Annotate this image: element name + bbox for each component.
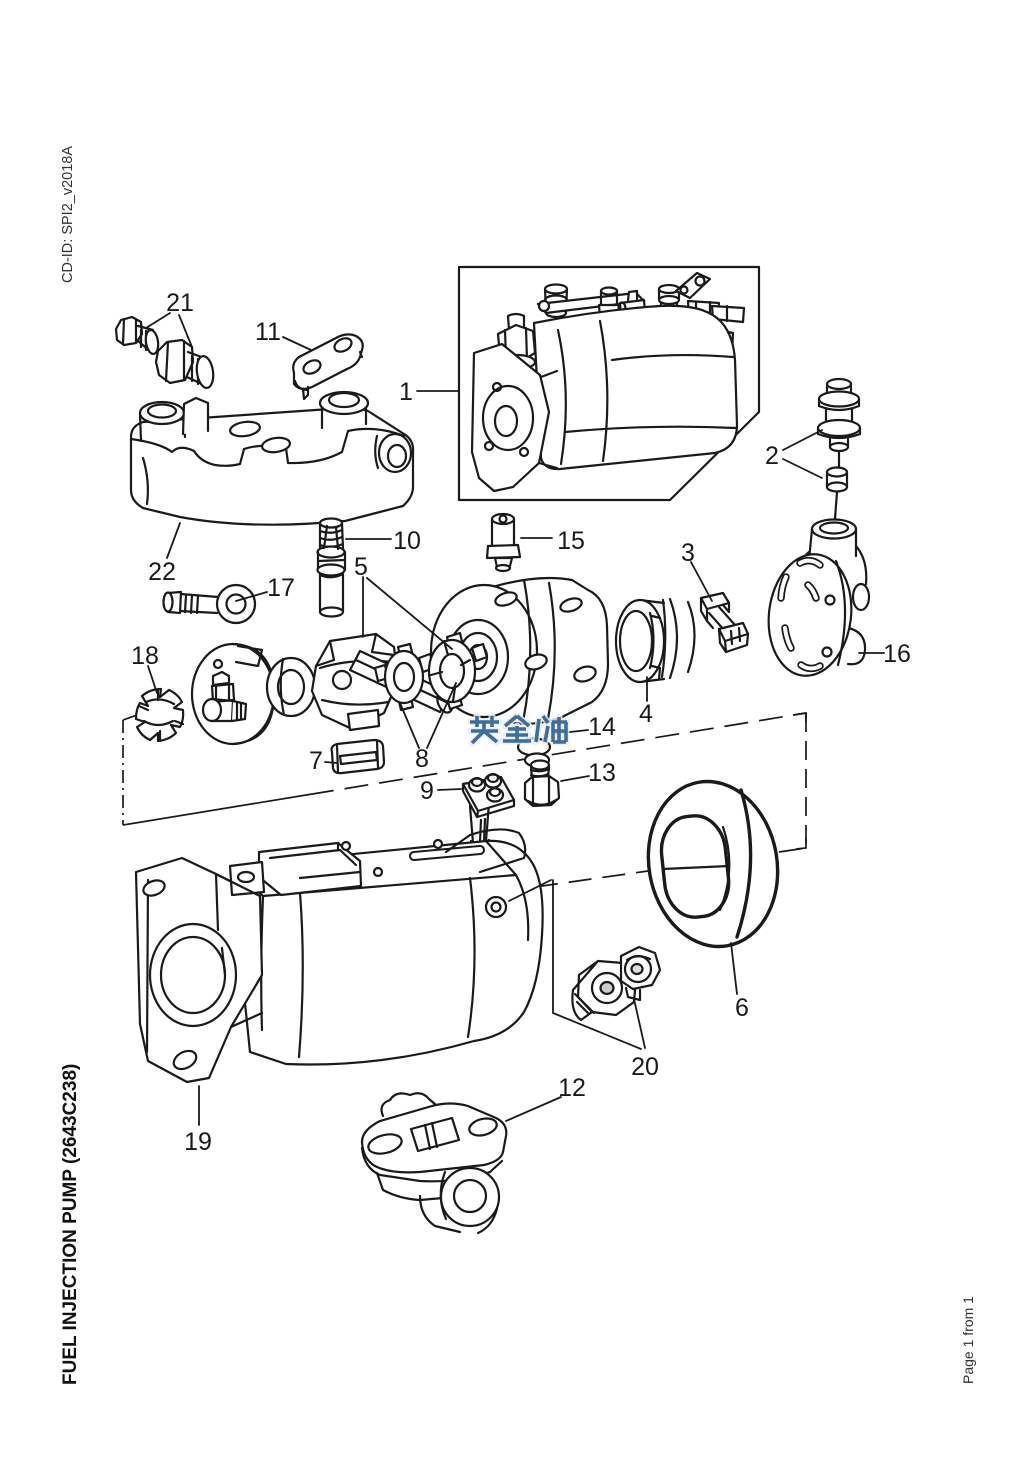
svg-text:17: 17 — [267, 574, 295, 602]
svg-text:21: 21 — [166, 289, 194, 317]
svg-text:22: 22 — [148, 558, 176, 586]
svg-text:2: 2 — [765, 442, 779, 470]
svg-text:20: 20 — [631, 1053, 659, 1081]
svg-text:Page 1 from 1: Page 1 from 1 — [960, 1296, 976, 1384]
svg-text:CD-ID: SPI2_v2018A: CD-ID: SPI2_v2018A — [60, 146, 76, 283]
svg-text:FUEL INJECTION PUMP (2643C238): FUEL INJECTION PUMP (2643C238) — [60, 1064, 81, 1385]
svg-text:13: 13 — [588, 759, 616, 787]
svg-text:6: 6 — [735, 994, 749, 1022]
svg-text:11: 11 — [255, 318, 281, 346]
svg-text:18: 18 — [131, 642, 159, 670]
svg-text:3: 3 — [681, 539, 695, 567]
svg-text:5: 5 — [354, 553, 368, 581]
svg-text:9: 9 — [420, 777, 434, 805]
svg-text:15: 15 — [557, 527, 585, 555]
svg-text:12: 12 — [558, 1074, 586, 1102]
svg-text:16: 16 — [883, 640, 911, 668]
svg-text:14: 14 — [588, 713, 616, 741]
svg-text:7: 7 — [309, 747, 323, 775]
svg-text:8: 8 — [415, 745, 429, 773]
svg-text:4: 4 — [639, 700, 653, 728]
svg-text:1: 1 — [399, 378, 413, 406]
svg-text:19: 19 — [184, 1128, 212, 1156]
svg-text:10: 10 — [393, 527, 421, 555]
